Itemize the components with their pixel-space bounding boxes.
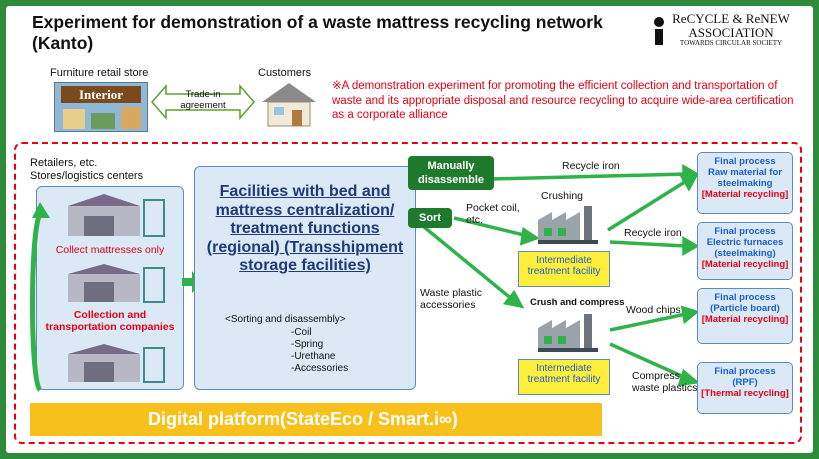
center-item-accessories: -Accessories [291, 363, 349, 374]
store-illustration: Interior [54, 82, 148, 132]
left-label: Retailers, etc. Stores/logistics centers [30, 157, 143, 183]
recycle-iron-label-1: Recycle iron [562, 160, 620, 172]
arrowhead-crush-steel [679, 173, 700, 192]
final-process-rpf: Final process (RPF) [Thermal recycling] [697, 362, 793, 414]
final-steel-head: Final process [714, 156, 776, 167]
cabinet-icon [121, 107, 141, 129]
retail-store-label: Furniture retail store [50, 67, 149, 79]
companies-label: Collection and transportation companies [45, 309, 175, 333]
final-rpf-head: Final process [714, 366, 776, 377]
left-label-line2: Stores/logistics centers [30, 170, 144, 182]
logo: ReCYCLE & ReNEW ASSOCIATION TOWARDS CIRC… [670, 12, 792, 48]
arrowhead-sort-crushing [519, 227, 540, 246]
digital-platform-bar: Digital platform(StateEco / Smart.i∞) [30, 403, 602, 436]
center-subheading: <Sorting and disassembly> [225, 314, 346, 325]
final-process-furnace: Final process Electric furnaces (steelma… [697, 222, 793, 280]
arrow-crush-furnace [609, 240, 687, 248]
warehouse-icon-2 [68, 264, 165, 303]
center-facility-box: Facilities with bed and mattress central… [194, 166, 416, 390]
intermediate-facility-2: Intermediate treatment facility [518, 359, 610, 395]
warehouse-icon-1 [68, 194, 165, 237]
final-rpf-body: (RPF) [732, 377, 758, 388]
logo-line3: TOWARDS CIRCULAR SOCIETY [679, 39, 783, 47]
arrowhead-crush-furnace [682, 235, 700, 257]
note-text: ※A demonstration experiment for promotin… [332, 80, 794, 121]
factory-icon-2 [538, 314, 598, 352]
arrow-sort-crushing [453, 216, 529, 238]
final-steel-tag: [Material recycling] [701, 189, 789, 200]
sort-tag: Sort [408, 208, 452, 228]
final-steel-body: Raw material for steelmaking [708, 167, 782, 189]
furniture-icon [63, 109, 85, 129]
final-board-tag: [Material recycling] [701, 314, 789, 325]
recycle-iron-label-2: Recycle iron [624, 227, 682, 239]
waste-plastic-label: Waste plastic accessories [420, 287, 483, 311]
loop-arrow-icon [30, 202, 50, 392]
agreement-label: Trade-in agreement [180, 89, 226, 111]
final-rpf-tag: [Thermal recycling] [701, 388, 789, 399]
house-icon [262, 83, 316, 127]
crushing-label: Crushing [541, 190, 584, 202]
arrow-compress-board [609, 312, 687, 332]
final-board-head: Final process [714, 292, 776, 303]
logo-line1: ReCYCLE & ReNEW [672, 11, 790, 26]
final-furnace-body: Electric furnaces (steelmaking) [706, 237, 784, 259]
manual-disassemble-tag: Manually disassemble [408, 156, 494, 190]
final-board-body: (Particle board) [710, 303, 780, 314]
center-item-coil: -Coil [291, 327, 312, 338]
center-item-urethane: -Urethane [291, 351, 336, 362]
pocket-coil-label: Pocket coil, etc. [466, 202, 520, 226]
final-furnace-head: Final process [714, 226, 776, 237]
customers-label: Customers [258, 67, 312, 79]
logo-line2: ASSOCIATION [688, 25, 774, 40]
center-title: Facilities with bed and mattress central… [206, 183, 404, 274]
arrow-compress-rpf [609, 342, 687, 380]
arrow-crush-steel [607, 178, 689, 232]
trade-in-arrow [151, 84, 255, 120]
final-process-steel: Final process Raw material for steelmaki… [697, 152, 793, 214]
factory-icon-1 [538, 206, 598, 244]
intermediate-facility-1: Intermediate treatment facility [518, 251, 610, 287]
arrowhead-sort-plastic [502, 289, 525, 309]
main-region [14, 142, 802, 444]
final-process-board: Final process (Particle board) [Material… [697, 288, 793, 344]
arrow-manual-iron [491, 172, 687, 181]
arrow-sort-plastic [416, 220, 515, 302]
left-label-line1: Retailers, etc. [30, 157, 98, 169]
page-title: Experiment for demonstration of a waste … [32, 12, 603, 53]
crush-compress-label: Crush and compress [530, 297, 625, 308]
arrowhead-compress-rpf [677, 369, 701, 387]
center-item-spring: -Spring [291, 339, 324, 350]
logo-icon [654, 17, 664, 45]
sofa-icon [91, 113, 115, 129]
final-furnace-tag: [Material recycling] [701, 259, 789, 270]
warehouse-icon-3 [68, 344, 165, 383]
store-sign: Interior [61, 86, 141, 103]
compress-waste-label: Compress waste plastics [632, 370, 698, 394]
collect-only-label: Collect mattresses only [55, 244, 165, 256]
arrowhead-compress-board [680, 305, 700, 325]
wood-chips-label: Wood chips [626, 304, 681, 316]
